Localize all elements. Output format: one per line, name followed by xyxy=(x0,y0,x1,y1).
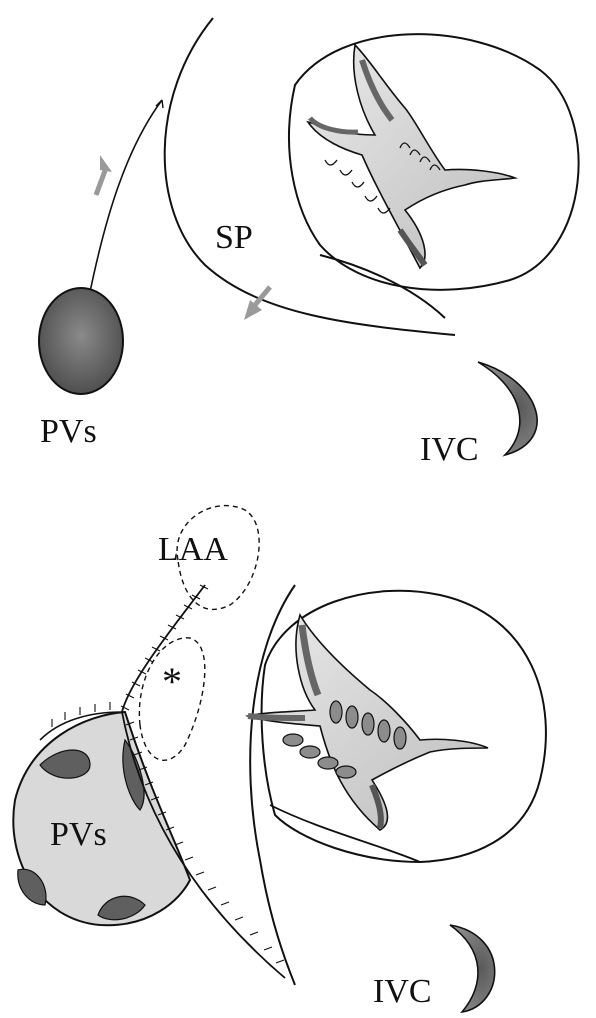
bottom-panel: LAA * PVs IVC xyxy=(13,506,546,1012)
label-pvs-bottom: PVs xyxy=(50,816,107,853)
valve-leaflets xyxy=(308,45,515,268)
label-laa: LAA xyxy=(158,531,228,568)
ivc-crescent-bottom xyxy=(450,925,495,1012)
pulmonary-veins-top xyxy=(39,288,123,394)
ivc-crescent-top xyxy=(478,362,537,455)
valve-leaflets-bottom xyxy=(248,615,488,830)
top-panel: SP PVs IVC xyxy=(39,18,579,468)
label-ivc-bottom: IVC xyxy=(373,973,432,1010)
label-pvs-top: PVs xyxy=(40,413,97,450)
vein-course-line xyxy=(90,100,162,292)
flow-arrow-up xyxy=(96,155,112,195)
septum-inner-curve xyxy=(320,255,445,318)
label-sp: SP xyxy=(215,219,253,256)
valve-inner-curve-bottom xyxy=(270,805,420,862)
label-asterisk: * xyxy=(162,659,182,704)
septum-outline-bottom xyxy=(250,585,295,985)
label-ivc-top: IVC xyxy=(420,431,479,468)
flow-arrow-down xyxy=(244,287,270,320)
